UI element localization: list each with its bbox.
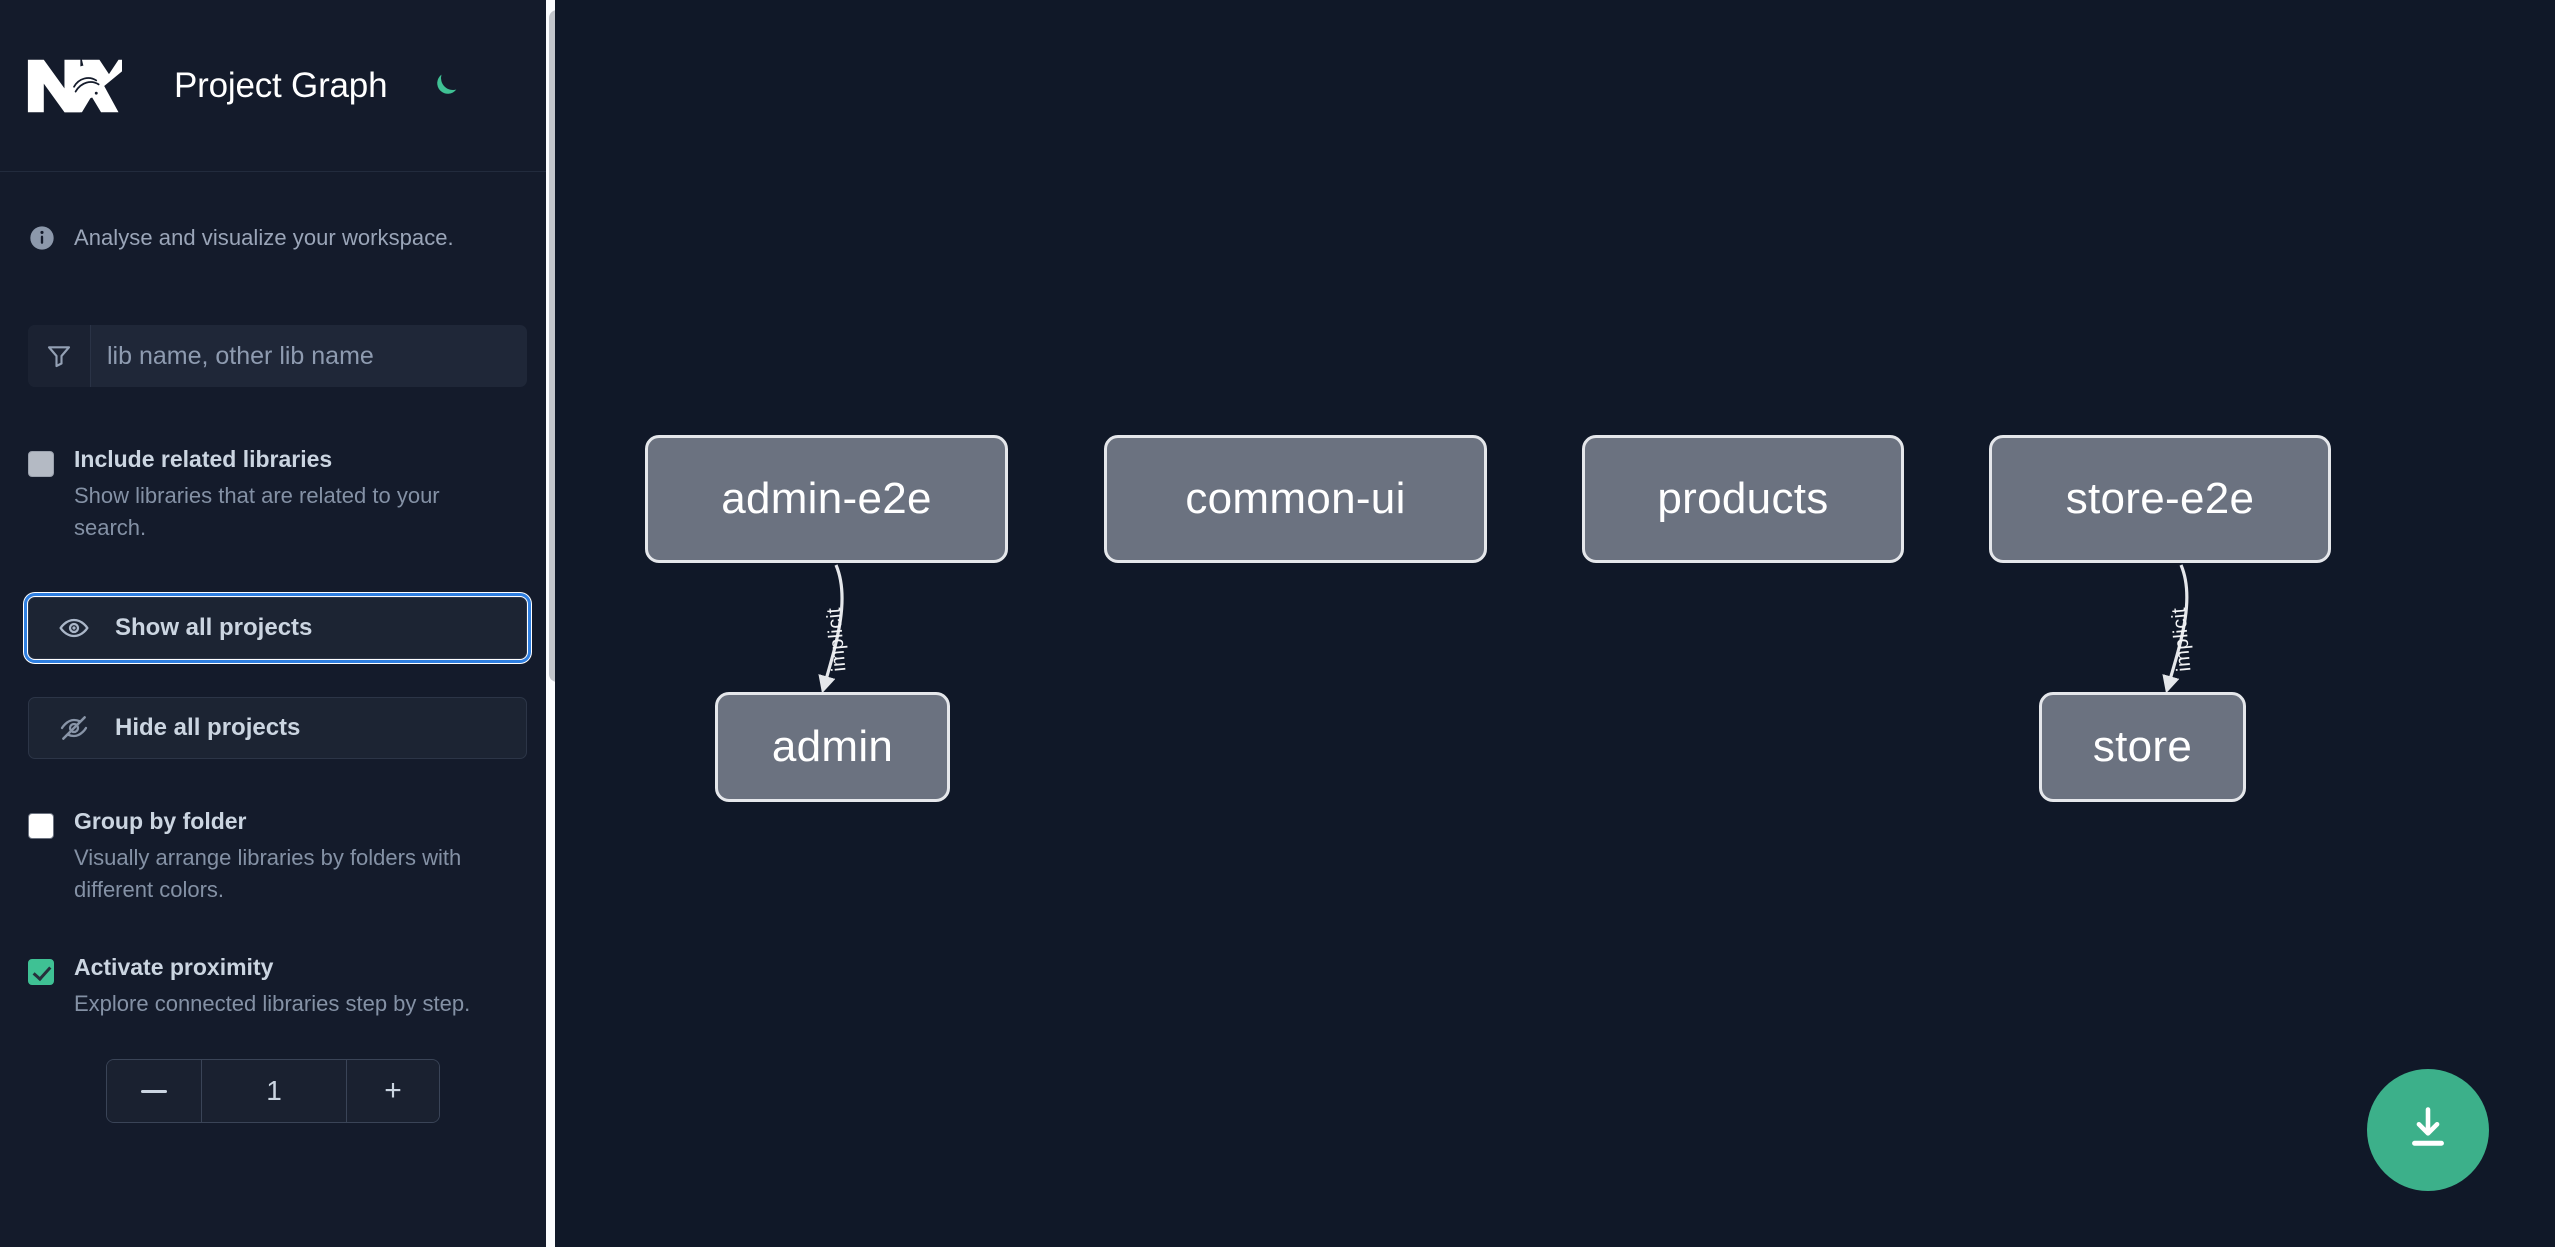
- sidebar-scrollbar-thumb[interactable]: [549, 10, 555, 682]
- proximity-decrement-button[interactable]: [107, 1060, 202, 1123]
- include-related-libraries-checkbox[interactable]: [28, 451, 54, 477]
- info-icon: [28, 224, 56, 252]
- graph-edges: [818, 564, 2189, 694]
- graph-node-store-e2e[interactable]: store-e2e: [1989, 435, 2331, 563]
- option-label: Group by folder: [74, 807, 247, 834]
- eye-off-icon: [57, 711, 91, 745]
- search-field[interactable]: [28, 325, 527, 387]
- graph-node-admin-e2e[interactable]: admin-e2e: [645, 435, 1008, 563]
- graph-edge-label-admin: implicit: [822, 606, 851, 673]
- graph-node-label: products: [1657, 474, 1829, 523]
- sidebar-header: Project Graph: [0, 0, 555, 172]
- tagline: Analyse and visualize your workspace.: [0, 172, 555, 252]
- download-graph-button[interactable]: [2367, 1069, 2489, 1191]
- option-description: Show libraries that are related to your …: [74, 483, 440, 540]
- option-label: Activate proximity: [74, 953, 274, 980]
- proximity-increment-button[interactable]: +: [346, 1060, 439, 1123]
- option-description: Explore connected libraries step by step…: [74, 991, 471, 1017]
- option-description: Visually arrange libraries by folders wi…: [74, 845, 462, 902]
- graph-node-label: store-e2e: [2065, 474, 2255, 523]
- sidebar-body: Analyse and visualize your workspace. In…: [0, 172, 555, 1124]
- option-group-by-folder[interactable]: Group by folder Visually arrange librari…: [0, 807, 555, 905]
- graph-node-label: store: [2092, 722, 2193, 771]
- graph-node-label: admin: [771, 722, 894, 771]
- graph-node-store[interactable]: store: [2039, 692, 2246, 802]
- graph-node-admin[interactable]: admin: [715, 692, 950, 802]
- graph-node-label: admin-e2e: [721, 474, 932, 523]
- projects-action-list: Show all projects Hide all projects: [24, 592, 531, 759]
- graph-edge-label-store: implicit: [2167, 606, 2196, 673]
- hide-all-projects-button[interactable]: Hide all projects: [28, 696, 527, 759]
- activate-proximity-checkbox[interactable]: [28, 958, 54, 985]
- page-title: Project Graph: [174, 65, 388, 105]
- graph-node-common-ui[interactable]: common-ui: [1104, 435, 1487, 563]
- download-icon: [2402, 1103, 2454, 1158]
- minus-icon: [141, 1089, 167, 1093]
- show-all-projects-label: Show all projects: [115, 613, 313, 641]
- proximity-value: 1: [202, 1060, 346, 1123]
- option-activate-proximity[interactable]: Activate proximity Explore connected lib…: [0, 953, 555, 1020]
- option-label: Include related libraries: [74, 446, 333, 472]
- option-include-related-libraries[interactable]: Include related libraries Show libraries…: [0, 445, 555, 543]
- proximity-stepper[interactable]: 1 +: [106, 1059, 440, 1124]
- graph-node-products[interactable]: products: [1582, 435, 1904, 563]
- group-by-folder-checkbox[interactable]: [28, 812, 54, 839]
- moon-icon[interactable]: [425, 66, 465, 106]
- sidebar: Project Graph Analyse and visualize your…: [0, 0, 555, 1247]
- graph-node-label: common-ui: [1185, 474, 1406, 523]
- hide-all-projects-label: Hide all projects: [115, 713, 301, 741]
- tagline-text: Analyse and visualize your workspace.: [74, 225, 454, 250]
- nx-logo-icon: [26, 55, 136, 117]
- search-input[interactable]: [91, 325, 527, 387]
- show-all-projects-button[interactable]: Show all projects: [24, 592, 531, 663]
- eye-icon: [57, 611, 91, 645]
- graph-canvas[interactable]: admin-e2e common-ui products store-e2e a…: [555, 0, 2555, 1247]
- funnel-icon: [28, 325, 91, 387]
